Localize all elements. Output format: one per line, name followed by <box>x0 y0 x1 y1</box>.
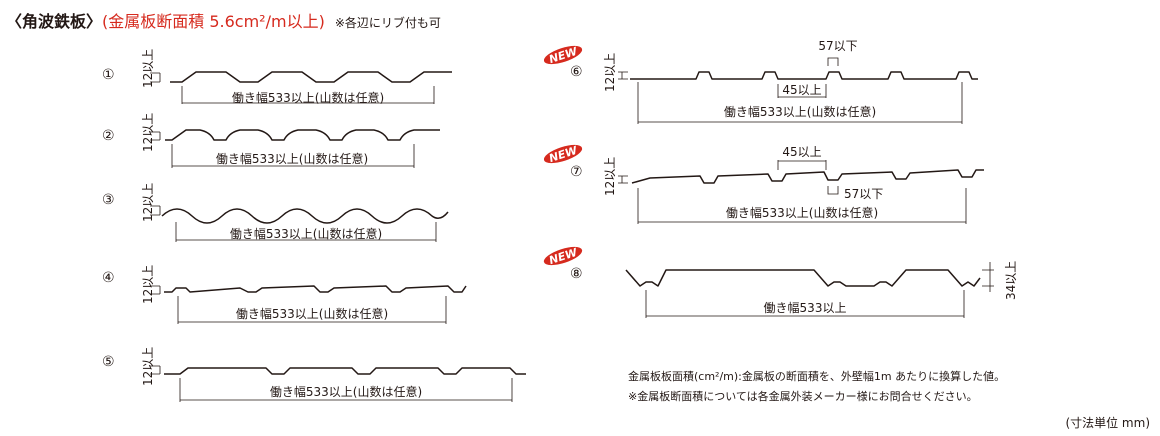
profile-6-width-dim <box>637 82 963 124</box>
page-title: 〈角波鉄板〉(金属板断面積 5.6cm²/m以上) ※各辺にリブ付も可 <box>6 8 441 32</box>
profile-7-badge-text: NEW <box>547 144 579 166</box>
profile-5-height-label: 12以上 <box>141 347 155 386</box>
profile-2-height-dim <box>150 131 161 141</box>
profile-1-number: ① <box>102 67 115 83</box>
profile-5-width-dim <box>179 378 513 402</box>
profile-6-height-label: 12以上 <box>603 53 617 92</box>
footnote-2: ※金属板断面積については各金属外装メーカー様にお問合せください。 <box>628 390 978 403</box>
title-area: (金属板断面積 5.6cm²/m以上) <box>102 12 325 31</box>
footnote-1: 金属板板面積(cm²/m):金属板の断面積を、外壁幅1m あたりに換算した値。 <box>628 370 1006 383</box>
profile-5-number: ⑤ <box>102 354 115 370</box>
unit-note: (寸法単位 mm) <box>1065 416 1150 430</box>
title-note: ※各辺にリブ付も可 <box>334 16 441 30</box>
profile-7-width-dim <box>637 188 967 224</box>
profile-7-dim-a-bracket <box>777 160 827 170</box>
profile-7: NEW ⑦ 12以上 45以上 57以下 働き幅533以上(山数は任意) <box>543 144 984 224</box>
profile-8-shape <box>625 269 981 287</box>
profile-8-new-badge: NEW <box>543 246 583 268</box>
profile-5-shape <box>164 367 526 375</box>
profile-7-height-dim <box>618 175 628 184</box>
profile-6-dim-a: 57以下 <box>818 39 857 53</box>
profile-2-shape <box>165 129 440 141</box>
profile-5: ⑤ 12以上 働き幅533以上(山数は任意) <box>102 347 526 402</box>
profile-6: NEW ⑥ 12以上 57以下 45以上 働き幅533以上(山数は任意) <box>543 39 978 124</box>
profile-7-number: ⑦ <box>570 164 583 180</box>
profile-1-height-dim <box>150 72 161 83</box>
profile-7-height-label: 12以上 <box>603 157 617 196</box>
profile-3-number: ③ <box>102 192 115 208</box>
profile-3-height-dim <box>150 205 161 216</box>
profile-6-dim-b-bracket <box>777 84 827 98</box>
profile-2-height-label: 12以上 <box>141 113 155 152</box>
profile-2-width-label: 働き幅533以上(山数は任意) <box>216 151 368 166</box>
profile-7-width-label: 働き幅533以上(山数は任意) <box>726 205 878 220</box>
profile-7-dim-b: 57以下 <box>844 187 883 201</box>
profile-2-number: ② <box>102 128 115 144</box>
profile-8-badge-text: NEW <box>547 246 579 268</box>
profile-6-dim-a-bracket <box>827 57 839 66</box>
profile-1-width-dim <box>181 86 435 104</box>
profile-4-width-label: 働き幅533以上(山数は任意) <box>236 306 388 321</box>
profile-1-width-label: 働き幅533以上(山数は任意) <box>232 90 384 105</box>
profile-4: ④ 12以上 働き幅533以上(山数は任意) <box>102 265 467 324</box>
profile-2-width-dim <box>171 144 415 168</box>
profile-4-height-dim <box>150 285 161 295</box>
profile-6-dim-b: 45以上 <box>782 83 821 97</box>
profile-6-shape <box>630 71 978 80</box>
profile-8-height-label: 34以上 <box>1004 261 1018 300</box>
profile-8-height-dim <box>982 262 994 292</box>
profile-6-badge-text: NEW <box>547 45 579 67</box>
profile-7-new-badge: NEW <box>543 144 583 166</box>
profile-3-width-dim <box>175 222 437 242</box>
title-main: 〈角波鉄板〉 <box>6 12 103 31</box>
profile-7-shape <box>631 169 984 184</box>
profile-4-shape <box>164 285 467 293</box>
profile-4-number: ④ <box>102 270 115 286</box>
profile-3-height-label: 12以上 <box>141 183 155 222</box>
profile-4-height-label: 12以上 <box>141 265 155 304</box>
profile-5-width-label: 働き幅533以上(山数は任意) <box>270 384 422 399</box>
profile-3-shape <box>161 208 449 224</box>
profile-6-width-label: 働き幅533以上(山数は任意) <box>724 104 876 119</box>
profile-2: ② 12以上 働き幅533以上(山数は任意) <box>102 113 440 168</box>
profile-8-number: ⑧ <box>570 266 583 282</box>
profile-8: NEW ⑧ 34以上 働き幅533以上 <box>543 246 1018 318</box>
profile-7-dim-b-bracket <box>827 186 839 195</box>
profile-8-width-label: 働き幅533以上 <box>764 300 847 315</box>
profile-8-width-dim <box>645 290 965 318</box>
profile-6-number: ⑥ <box>570 64 583 80</box>
profile-3-width-label: 働き幅533以上(山数は任意) <box>230 226 382 241</box>
profile-1-shape <box>170 71 452 83</box>
profile-1: ① 12以上 働き幅533以上(山数は任意) <box>102 49 452 105</box>
profile-7-dim-a: 45以上 <box>782 145 821 159</box>
profile-4-width-dim <box>177 296 447 324</box>
profile-6-height-dim <box>618 71 628 80</box>
profile-5-height-dim <box>150 365 161 375</box>
profile-1-height-label: 12以上 <box>141 49 155 88</box>
profile-3: ③ 12以上 働き幅533以上(山数は任意) <box>102 183 449 242</box>
